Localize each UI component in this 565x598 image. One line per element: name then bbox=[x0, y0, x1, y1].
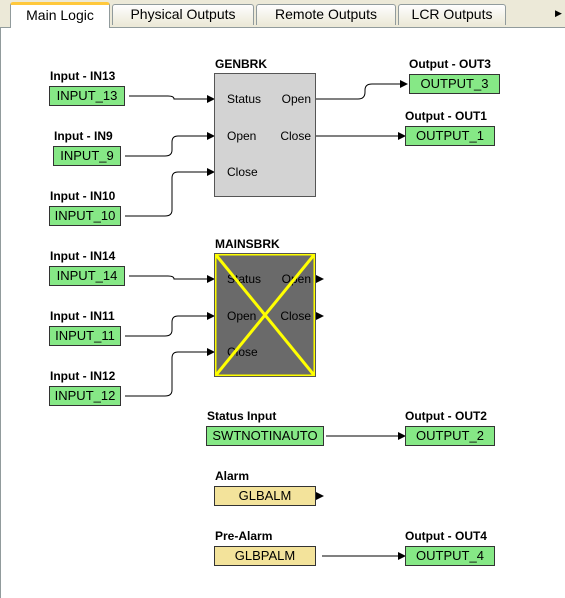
genbrk-open-out-port[interactable]: Open bbox=[281, 92, 311, 106]
mainsbrk-block[interactable]: Status Open Close Open Close bbox=[214, 253, 316, 377]
tab-remote-outputs[interactable]: Remote Outputs bbox=[256, 4, 396, 25]
mainsbrk-status-port[interactable]: Status bbox=[227, 272, 262, 286]
output-out4-box[interactable]: OUTPUT_4 bbox=[405, 546, 495, 566]
input-in14-label: Input - IN14 bbox=[50, 249, 116, 263]
input-in10-label: Input - IN10 bbox=[50, 189, 116, 203]
tab-main-logic[interactable]: Main Logic bbox=[10, 2, 110, 28]
genbrk-close-in-port[interactable]: Close bbox=[227, 165, 258, 179]
wire-in10-close bbox=[125, 168, 215, 217]
input-in12-label: Input - IN12 bbox=[50, 369, 116, 383]
input-in11-label: Input - IN11 bbox=[50, 309, 115, 323]
wire-in9-open bbox=[125, 132, 215, 157]
input-in14-box[interactable]: INPUT_14 bbox=[49, 266, 125, 286]
mainsbrk-close-out-port[interactable]: Close bbox=[280, 309, 311, 323]
pre-alarm-label: Pre-Alarm bbox=[215, 529, 273, 543]
input-in13-box[interactable]: INPUT_13 bbox=[49, 86, 125, 106]
right-arrow-icon[interactable]: ▶ bbox=[555, 8, 562, 18]
mainsbrk-close-in-port[interactable]: Close bbox=[227, 345, 258, 359]
mainsbrk-open-in-port[interactable]: Open bbox=[227, 309, 257, 323]
genbrk-block[interactable]: Status Open Close Open Close bbox=[214, 73, 316, 197]
input-in11-box[interactable]: INPUT_11 bbox=[49, 326, 121, 346]
genbrk-status-port[interactable]: Status bbox=[227, 92, 262, 106]
output-out1-box[interactable]: OUTPUT_1 bbox=[405, 126, 495, 146]
pre-alarm-box[interactable]: GLBPALM bbox=[214, 546, 316, 566]
genbrk-close-out-port[interactable]: Close bbox=[280, 129, 311, 143]
output-out4-label: Output - OUT4 bbox=[405, 529, 487, 543]
wire-in14-status bbox=[129, 275, 215, 283]
status-input-box[interactable]: SWTNOTINAUTO bbox=[206, 426, 324, 446]
output-out2-label: Output - OUT2 bbox=[405, 409, 487, 423]
input-in12-box[interactable]: INPUT_12 bbox=[49, 386, 121, 406]
tab-bar: Main Logic Physical Outputs Remote Outpu… bbox=[0, 0, 565, 28]
output-out2-box[interactable]: OUTPUT_2 bbox=[405, 426, 495, 446]
input-in13-label: Input - IN13 bbox=[50, 69, 116, 83]
alarm-box[interactable]: GLBALM bbox=[214, 486, 316, 506]
status-input-label: Status Input bbox=[207, 409, 277, 423]
output-out3-box[interactable]: OUTPUT_3 bbox=[409, 74, 500, 94]
alarm-label: Alarm bbox=[215, 469, 250, 483]
tab-physical-outputs[interactable]: Physical Outputs bbox=[112, 4, 254, 25]
mainsbrk-title: MAINSBRK bbox=[215, 237, 280, 251]
wire-in13-status bbox=[129, 95, 215, 103]
output-out3-label: Output - OUT3 bbox=[409, 57, 491, 71]
input-in9-box[interactable]: INPUT_9 bbox=[53, 146, 121, 166]
input-in10-box[interactable]: INPUT_10 bbox=[49, 206, 121, 226]
alarm-stub-arrow bbox=[316, 492, 324, 500]
disabled-cross-icon bbox=[215, 254, 315, 376]
genbrk-title: GENBRK bbox=[215, 57, 268, 71]
genbrk-open-in-port[interactable]: Open bbox=[227, 129, 257, 143]
wire-in11-open bbox=[125, 312, 215, 337]
output-out1-label: Output - OUT1 bbox=[405, 109, 487, 123]
mainsbrk-open-stub-arrow bbox=[316, 275, 324, 283]
mainsbrk-close-stub-arrow bbox=[316, 312, 324, 320]
wire-in12-close bbox=[125, 348, 215, 397]
input-in9-label: Input - IN9 bbox=[54, 129, 113, 143]
tab-lcr-outputs[interactable]: LCR Outputs bbox=[398, 4, 506, 25]
wire-open-out3 bbox=[315, 80, 408, 100]
